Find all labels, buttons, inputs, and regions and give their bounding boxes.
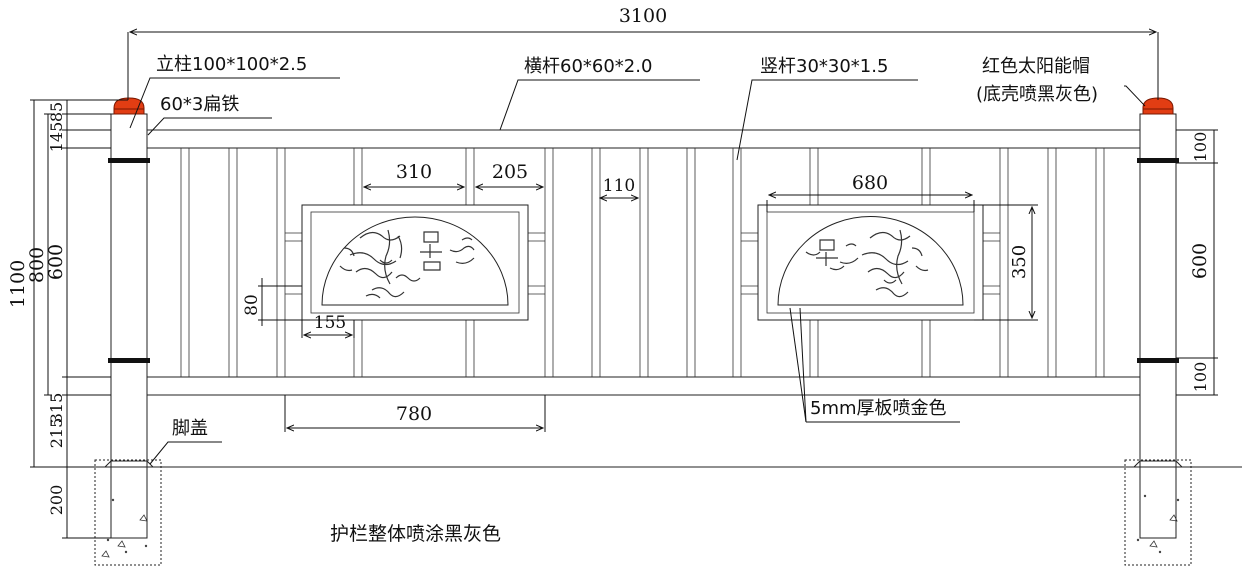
right-foundation: [1124, 459, 1192, 566]
dim-780-text: 780: [396, 403, 432, 425]
right-decor-panel: [757, 204, 984, 321]
label-post: 立柱100*100*2.5: [156, 54, 307, 75]
dim-1100-text: 1100: [7, 260, 29, 308]
label-solar-cap-1: 红色太阳能帽: [982, 56, 1090, 77]
bottom-rail: [146, 376, 1141, 396]
top-rail: [146, 129, 1141, 149]
dim-205-text: 205: [492, 161, 528, 183]
right-post: [1133, 113, 1183, 539]
dim-310-text: 310: [396, 161, 432, 183]
dim-155-text: 155: [314, 313, 346, 333]
callout-panel: 5mm厚板喷金色: [789, 307, 960, 423]
dim-680-text: 680: [852, 172, 888, 194]
callout-rail: 横杆60*60*2.0: [499, 56, 700, 131]
dim-r100-bottom-text: 100: [1191, 362, 1210, 393]
callout-baluster: 竖杆30*30*1.5: [736, 56, 918, 161]
dim-85-text: 85: [47, 102, 66, 122]
dim-110-text: 110: [603, 176, 635, 196]
dim-r100-top-text: 100: [1191, 132, 1210, 163]
callout-foot-cover: 脚盖: [149, 418, 222, 465]
callout-post: 立柱100*100*2.5: [129, 54, 340, 129]
left-post: [104, 113, 154, 539]
dim-350-text: 350: [1009, 245, 1030, 279]
label-foot-cover: 脚盖: [172, 418, 208, 439]
dim-80-155: 80 155: [242, 278, 355, 338]
dim-315-text: 315: [47, 393, 66, 424]
left-vertical-dims: 1100 800 85 145 600 315 215 200: [7, 99, 128, 539]
right-vertical-dims: 100 600 100: [1176, 129, 1218, 396]
left-foundation: [94, 459, 162, 566]
left-solar-cap: [113, 97, 145, 115]
label-panel: 5mm厚板喷金色: [810, 398, 947, 419]
dim-80-text: 80: [242, 294, 262, 316]
label-solar-cap-2: (底壳喷黑灰色): [976, 84, 1098, 105]
dim-145-text: 145: [47, 122, 66, 153]
balusters: [180, 148, 1105, 377]
callout-solar-cap: 红色太阳能帽 (底壳喷黑灰色): [976, 56, 1146, 107]
right-solar-cap: [1142, 97, 1174, 115]
dim-800-text: 800: [26, 247, 48, 283]
left-decor-panel: [301, 204, 529, 321]
label-flat-iron: 60*3扁铁: [160, 94, 239, 115]
note-text: 护栏整体喷涂黑灰色: [330, 523, 501, 545]
dim-215-text: 215: [47, 418, 66, 449]
dim-600-left-text: 600: [45, 244, 67, 280]
horizontal-panel-dims: 310 205 110 680: [364, 161, 975, 212]
label-rail: 横杆60*60*2.0: [524, 56, 652, 77]
dim-350: 350: [974, 204, 1038, 321]
dim-3100-text: 3100: [619, 5, 667, 27]
label-baluster: 竖杆30*30*1.5: [760, 56, 888, 77]
dim-200-text: 200: [47, 485, 66, 516]
dim-r600-text: 600: [1189, 243, 1211, 279]
dim-780: 780: [284, 395, 546, 432]
dim-3100: 3100: [127, 5, 1159, 100]
callout-flat-iron: 60*3扁铁: [147, 94, 272, 136]
